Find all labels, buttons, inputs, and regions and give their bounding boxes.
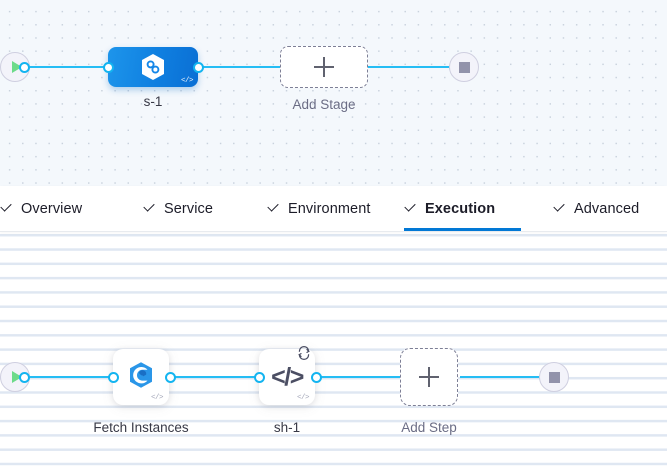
- check-icon: [143, 202, 156, 215]
- harness-hexagon-icon: [140, 53, 166, 81]
- step-node-label: sh-1: [273, 420, 301, 435]
- edge-add-to-end: [368, 66, 458, 68]
- tab-label: Service: [164, 200, 214, 217]
- pipeline-end-node[interactable]: [449, 52, 479, 82]
- step-node-sh-1[interactable]: </> </>: [259, 349, 315, 405]
- step-node-fetch-instances[interactable]: </>: [113, 349, 169, 405]
- check-icon: [0, 202, 13, 215]
- edge-stage-to-add: [198, 66, 282, 68]
- add-stage-button[interactable]: [280, 46, 368, 88]
- plus-icon: [314, 57, 334, 77]
- execution-end-node[interactable]: [539, 362, 569, 392]
- stage-node-s-1[interactable]: </>: [108, 47, 198, 87]
- check-icon: [267, 202, 280, 215]
- fetch-instances-input-port[interactable]: [108, 371, 119, 383]
- stage-node-input-port[interactable]: [103, 61, 114, 73]
- check-icon: [404, 202, 417, 215]
- start-node-output-port[interactable]: [19, 61, 30, 73]
- edge-start-to-stage: [24, 66, 112, 68]
- stage-node-output-port[interactable]: [193, 61, 204, 73]
- code-icon: </>: [180, 77, 194, 85]
- tab-label: Advanced: [574, 200, 640, 217]
- tab-environment[interactable]: Environment: [267, 186, 373, 231]
- sh-1-input-port[interactable]: [254, 371, 265, 383]
- tab-execution[interactable]: Execution: [404, 186, 521, 231]
- edge-sh-to-addstep: [316, 376, 400, 378]
- execution-start-output-port[interactable]: [19, 371, 30, 383]
- tab-overview[interactable]: Overview: [0, 186, 84, 231]
- harness-spiral-icon: [126, 360, 156, 395]
- plus-icon: [419, 367, 439, 387]
- tab-advanced[interactable]: Advanced: [553, 186, 643, 231]
- add-stage-label: Add Stage: [292, 97, 356, 112]
- looping-strategy-icon[interactable]: [296, 345, 312, 361]
- add-step-button[interactable]: [400, 348, 458, 406]
- tab-label: Overview: [21, 200, 83, 217]
- play-icon: [11, 371, 22, 383]
- edge-fetch-to-sh: [170, 376, 256, 378]
- edge-addstep-to-end: [460, 376, 548, 378]
- tab-service[interactable]: Service: [143, 186, 217, 231]
- stage-node-label: s-1: [143, 94, 163, 109]
- tab-active-underline: [404, 228, 521, 231]
- check-icon: [553, 202, 566, 215]
- stop-icon: [458, 61, 470, 73]
- stop-icon: [548, 371, 560, 383]
- stage-config-tabs: Overview Service Environment Execution A…: [0, 186, 667, 232]
- fetch-instances-output-port[interactable]: [165, 371, 176, 383]
- shell-script-code-icon: </>: [271, 362, 304, 391]
- add-step-label: Add Step: [401, 420, 457, 435]
- step-node-label: Fetch Instances: [93, 420, 189, 435]
- pipeline-stage-canvas[interactable]: </> s-1 Add Stage: [0, 0, 667, 186]
- tab-label: Execution: [425, 200, 496, 217]
- execution-step-canvas[interactable]: </> Fetch Instances </> </> sh-1 Add Ste…: [0, 231, 667, 475]
- sh-1-output-port[interactable]: [311, 371, 322, 383]
- play-icon: [11, 61, 22, 73]
- edge-start-to-fetch: [24, 376, 114, 378]
- tab-label: Environment: [288, 200, 371, 217]
- code-icon: </>: [150, 394, 164, 402]
- code-icon: </>: [296, 394, 310, 402]
